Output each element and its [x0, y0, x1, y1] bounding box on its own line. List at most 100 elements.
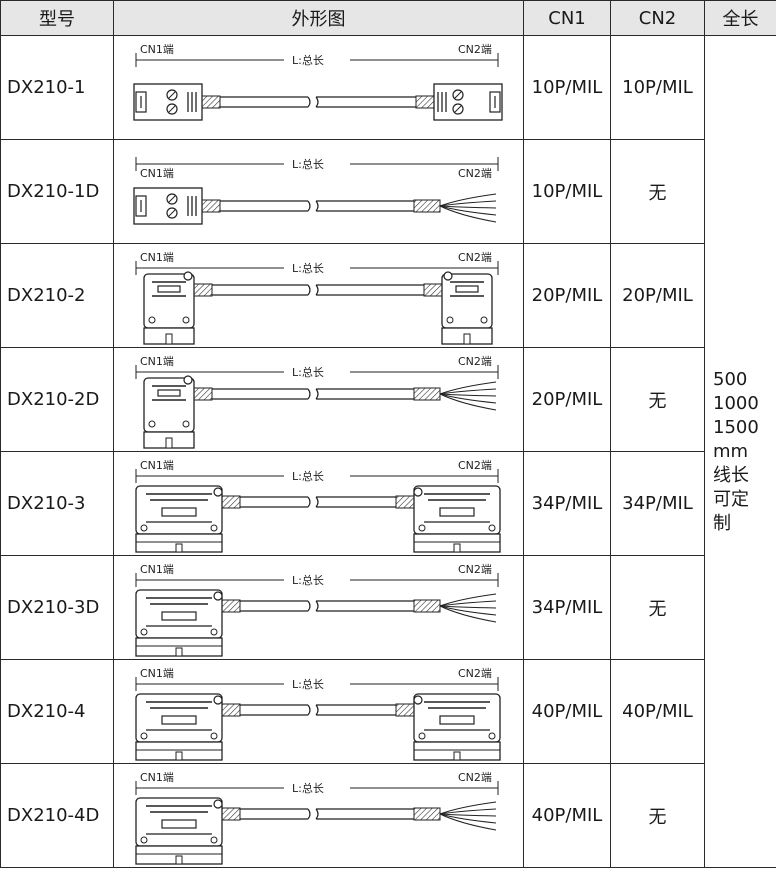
cn1-connector	[143, 271, 195, 345]
cable-drawing: L:总长 CN1端 CN2端	[133, 43, 503, 121]
shape-cell: L:总长 CN1端 CN2端	[113, 451, 524, 556]
header-cn2: CN2	[610, 0, 705, 36]
cn1-connector	[143, 375, 195, 449]
cn2-end-label: CN2端	[458, 355, 492, 368]
cable-diagram: L:总长 CN1端 CN2端	[135, 667, 501, 761]
cn2-end-label: CN2端	[458, 667, 492, 680]
cn1-end-label: CN1端	[140, 251, 174, 264]
cn1-end-label: CN1端	[140, 167, 174, 180]
cn1-cell: 34P/MIL	[523, 451, 611, 556]
cn2-connector	[433, 83, 503, 121]
cn1-cell: 40P/MIL	[523, 763, 611, 868]
cable-drawing: L:总长 CN1端 CN2端	[135, 459, 501, 553]
cn1-cell: 20P/MIL	[523, 347, 611, 452]
cn1-end-label: CN1端	[140, 563, 174, 576]
cable-drawing: L:总长 CN1端 CN2端	[135, 771, 499, 865]
length-line: 可定	[713, 488, 749, 510]
cable-drawing: L:总长 CN1端 CN2端	[135, 251, 499, 345]
length-line: 制	[713, 512, 731, 534]
header-model: 型号	[0, 0, 114, 36]
cable-diagram: L:总长 CN1端 CN2端	[135, 355, 499, 449]
cn1-cell: 34P/MIL	[523, 555, 611, 660]
cn1-cell: 10P/MIL	[523, 35, 611, 140]
total-length-label: L:总长	[292, 261, 324, 275]
header-length: 全长	[704, 0, 776, 36]
cn2-end-label: CN2端	[458, 251, 492, 264]
cable-diagram: L:总长 CN1端 CN2端	[135, 251, 499, 345]
cn2-cell: 无	[610, 763, 705, 868]
cn1-end-label: CN1端	[140, 459, 174, 472]
cable-drawing: L:总长 CN1端 CN2端	[135, 355, 499, 449]
total-length-label: L:总长	[292, 469, 324, 483]
shape-cell: L:总长 CN1端 CN2端	[113, 659, 524, 764]
cn1-connector	[135, 797, 223, 865]
model-cell: DX210-2	[0, 243, 114, 348]
model-cell: DX210-1D	[0, 139, 114, 244]
cn1-cell: 40P/MIL	[523, 659, 611, 764]
cn2-connector	[441, 271, 493, 345]
model-cell: DX210-4	[0, 659, 114, 764]
total-length-label: L:总长	[292, 573, 324, 587]
model-cell: DX210-2D	[0, 347, 114, 452]
cable-drawing: L:总长 CN1端 CN2端	[135, 667, 501, 761]
length-line: 500	[713, 368, 748, 390]
cn2-cell: 34P/MIL	[610, 451, 705, 556]
model-cell: DX210-1	[0, 35, 114, 140]
total-length-label: L:总长	[292, 781, 324, 795]
model-cell: DX210-4D	[0, 763, 114, 868]
total-length-label: L:总长	[292, 365, 324, 379]
cn1-connector	[135, 693, 223, 761]
total-length-label: L:总长	[292, 53, 324, 67]
length-line: mm	[713, 440, 749, 462]
cn2-end-label: CN2端	[458, 43, 492, 56]
length-line: 1500	[713, 416, 759, 438]
shape-cell: L:总长 CN1端 CN2端	[113, 763, 524, 868]
cn2-end-label: CN2端	[458, 771, 492, 784]
header-shape: 外形图	[113, 0, 524, 36]
cn2-connector	[413, 693, 501, 761]
cn2-end-label: CN2端	[458, 167, 492, 180]
cn2-cell: 无	[610, 555, 705, 660]
cn1-connector	[135, 485, 223, 553]
cn2-cell: 10P/MIL	[610, 35, 705, 140]
cn2-connector	[413, 485, 501, 553]
cn2-cell: 无	[610, 139, 705, 244]
cable-diagram: L:总长 CN1端 CN2端	[133, 43, 503, 121]
model-cell: DX210-3	[0, 451, 114, 556]
cable-diagram: L:总长 CN1端 CN2端	[135, 459, 501, 553]
cn1-cell: 20P/MIL	[523, 243, 611, 348]
cn1-end-label: CN1端	[140, 667, 174, 680]
cn2-cell: 20P/MIL	[610, 243, 705, 348]
cn1-connector	[133, 83, 203, 121]
cn1-end-label: CN1端	[140, 771, 174, 784]
cn1-end-label: CN1端	[140, 43, 174, 56]
length-line: 1000	[713, 392, 759, 414]
cn1-cell: 10P/MIL	[523, 139, 611, 244]
cn1-connector	[133, 187, 203, 225]
shape-cell: L:总长 CN1端 CN2端	[113, 35, 524, 140]
shape-cell: L:总长 CN1端 CN2端	[113, 243, 524, 348]
cn2-end-label: CN2端	[458, 459, 492, 472]
cn2-cell: 40P/MIL	[610, 659, 705, 764]
cn1-connector	[135, 589, 223, 657]
total-length-label: L:总长	[292, 677, 324, 691]
cn1-end-label: CN1端	[140, 355, 174, 368]
header-cn1: CN1	[523, 0, 611, 36]
